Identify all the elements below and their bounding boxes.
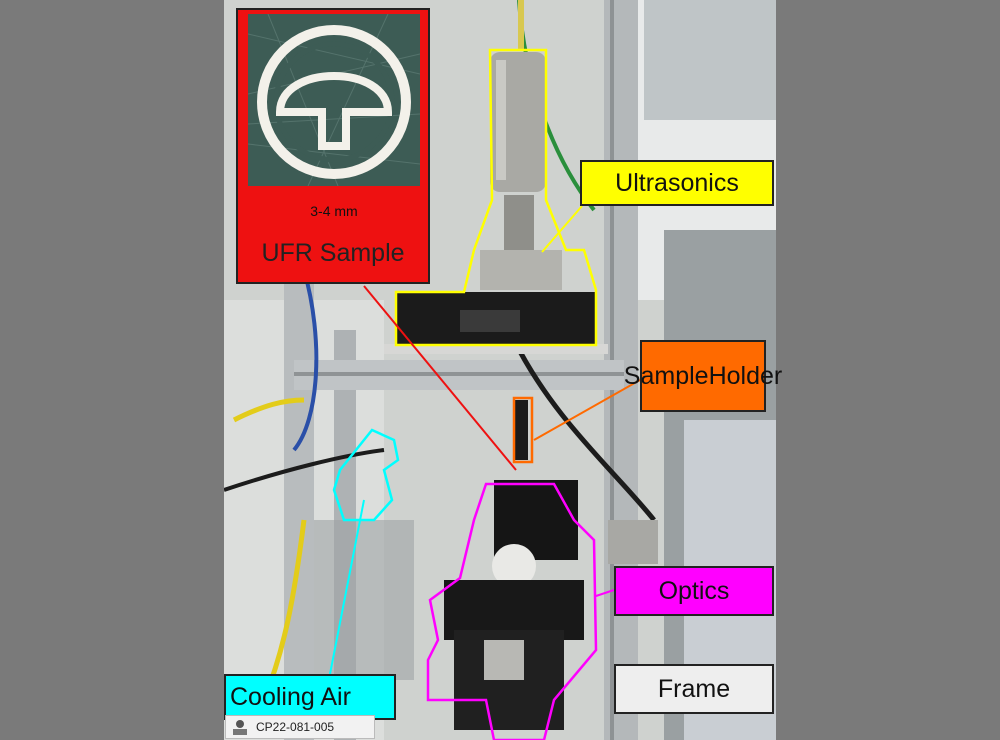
ultrasonics-label: Ultrasonics bbox=[580, 160, 774, 206]
scale-label: 3-4 mm bbox=[310, 203, 358, 219]
optics-label: Optics bbox=[614, 566, 774, 616]
frame-label: Frame bbox=[614, 664, 774, 714]
image-id-tag: CP22-081-005 bbox=[225, 715, 375, 739]
sample-holder-label-line2: Holder bbox=[708, 362, 783, 390]
sample-holder-label: Sample Holder bbox=[624, 340, 782, 412]
ufr-sample-micrograph bbox=[248, 14, 420, 186]
image-id: CP22-081-005 bbox=[256, 720, 335, 734]
ufr-sample-label: UFR Sample bbox=[261, 238, 405, 267]
organisation-logo-icon bbox=[230, 717, 250, 737]
cooling-air-label: Cooling Air bbox=[224, 674, 396, 720]
sample-holder-label-line1: Sample bbox=[623, 362, 709, 390]
